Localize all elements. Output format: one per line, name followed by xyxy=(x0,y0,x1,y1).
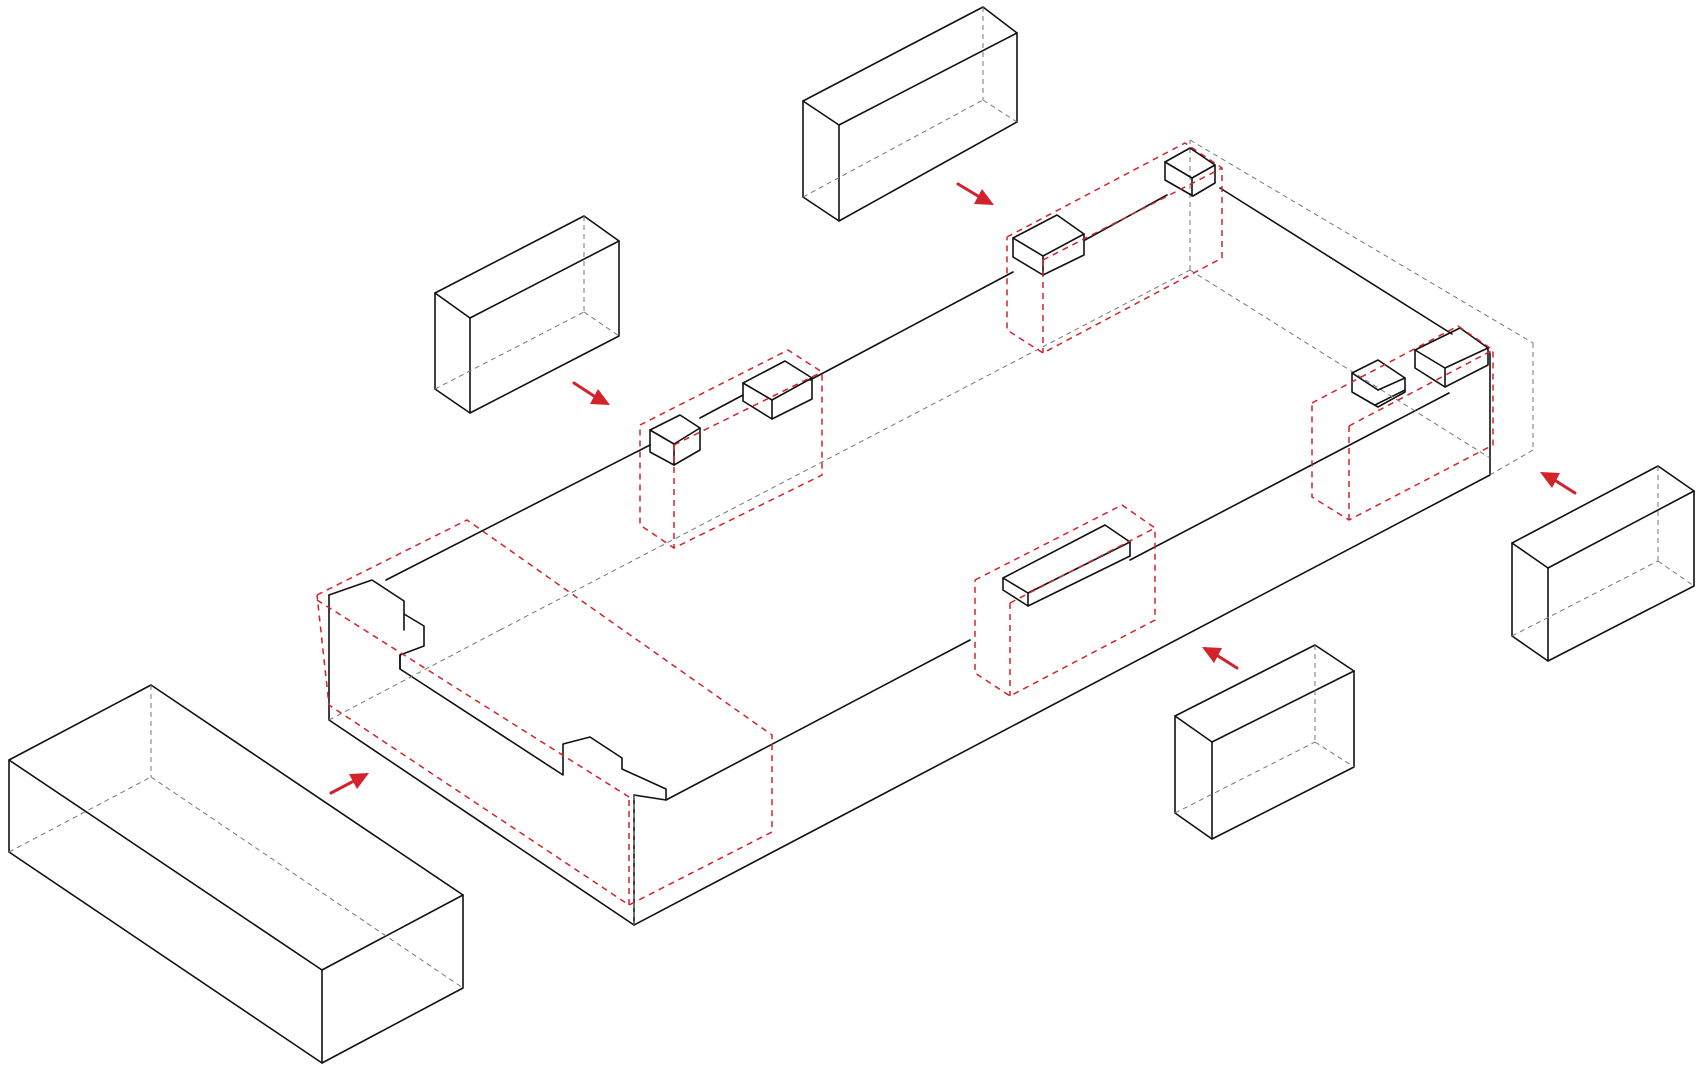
block-lower-left-large xyxy=(8,684,464,1064)
main-building xyxy=(328,139,1534,926)
red-zone-back-left xyxy=(639,349,823,549)
block-upper-left xyxy=(434,215,620,414)
red-zone-front-left xyxy=(316,519,773,906)
box-back-left-medium xyxy=(742,360,813,420)
arrow-from-upper-left xyxy=(572,381,610,405)
arrow-from-lower-left xyxy=(329,773,369,795)
block-top-center xyxy=(802,6,1018,222)
arrow-from-lower-center-right xyxy=(1202,647,1239,670)
box-back-right xyxy=(1164,147,1216,197)
red-zone-back-center xyxy=(1006,142,1223,354)
block-lower-center-right xyxy=(1174,644,1355,840)
red-zone-front-right xyxy=(974,504,1156,697)
red-zone-right xyxy=(1311,325,1494,521)
box-back-left-small xyxy=(649,414,701,466)
box-front-right-long xyxy=(1002,524,1131,607)
box-right-end xyxy=(1351,327,1489,408)
arrow-from-far-right xyxy=(1540,472,1577,495)
block-far-right xyxy=(1511,465,1695,662)
arrow-from-top-center xyxy=(956,182,994,205)
